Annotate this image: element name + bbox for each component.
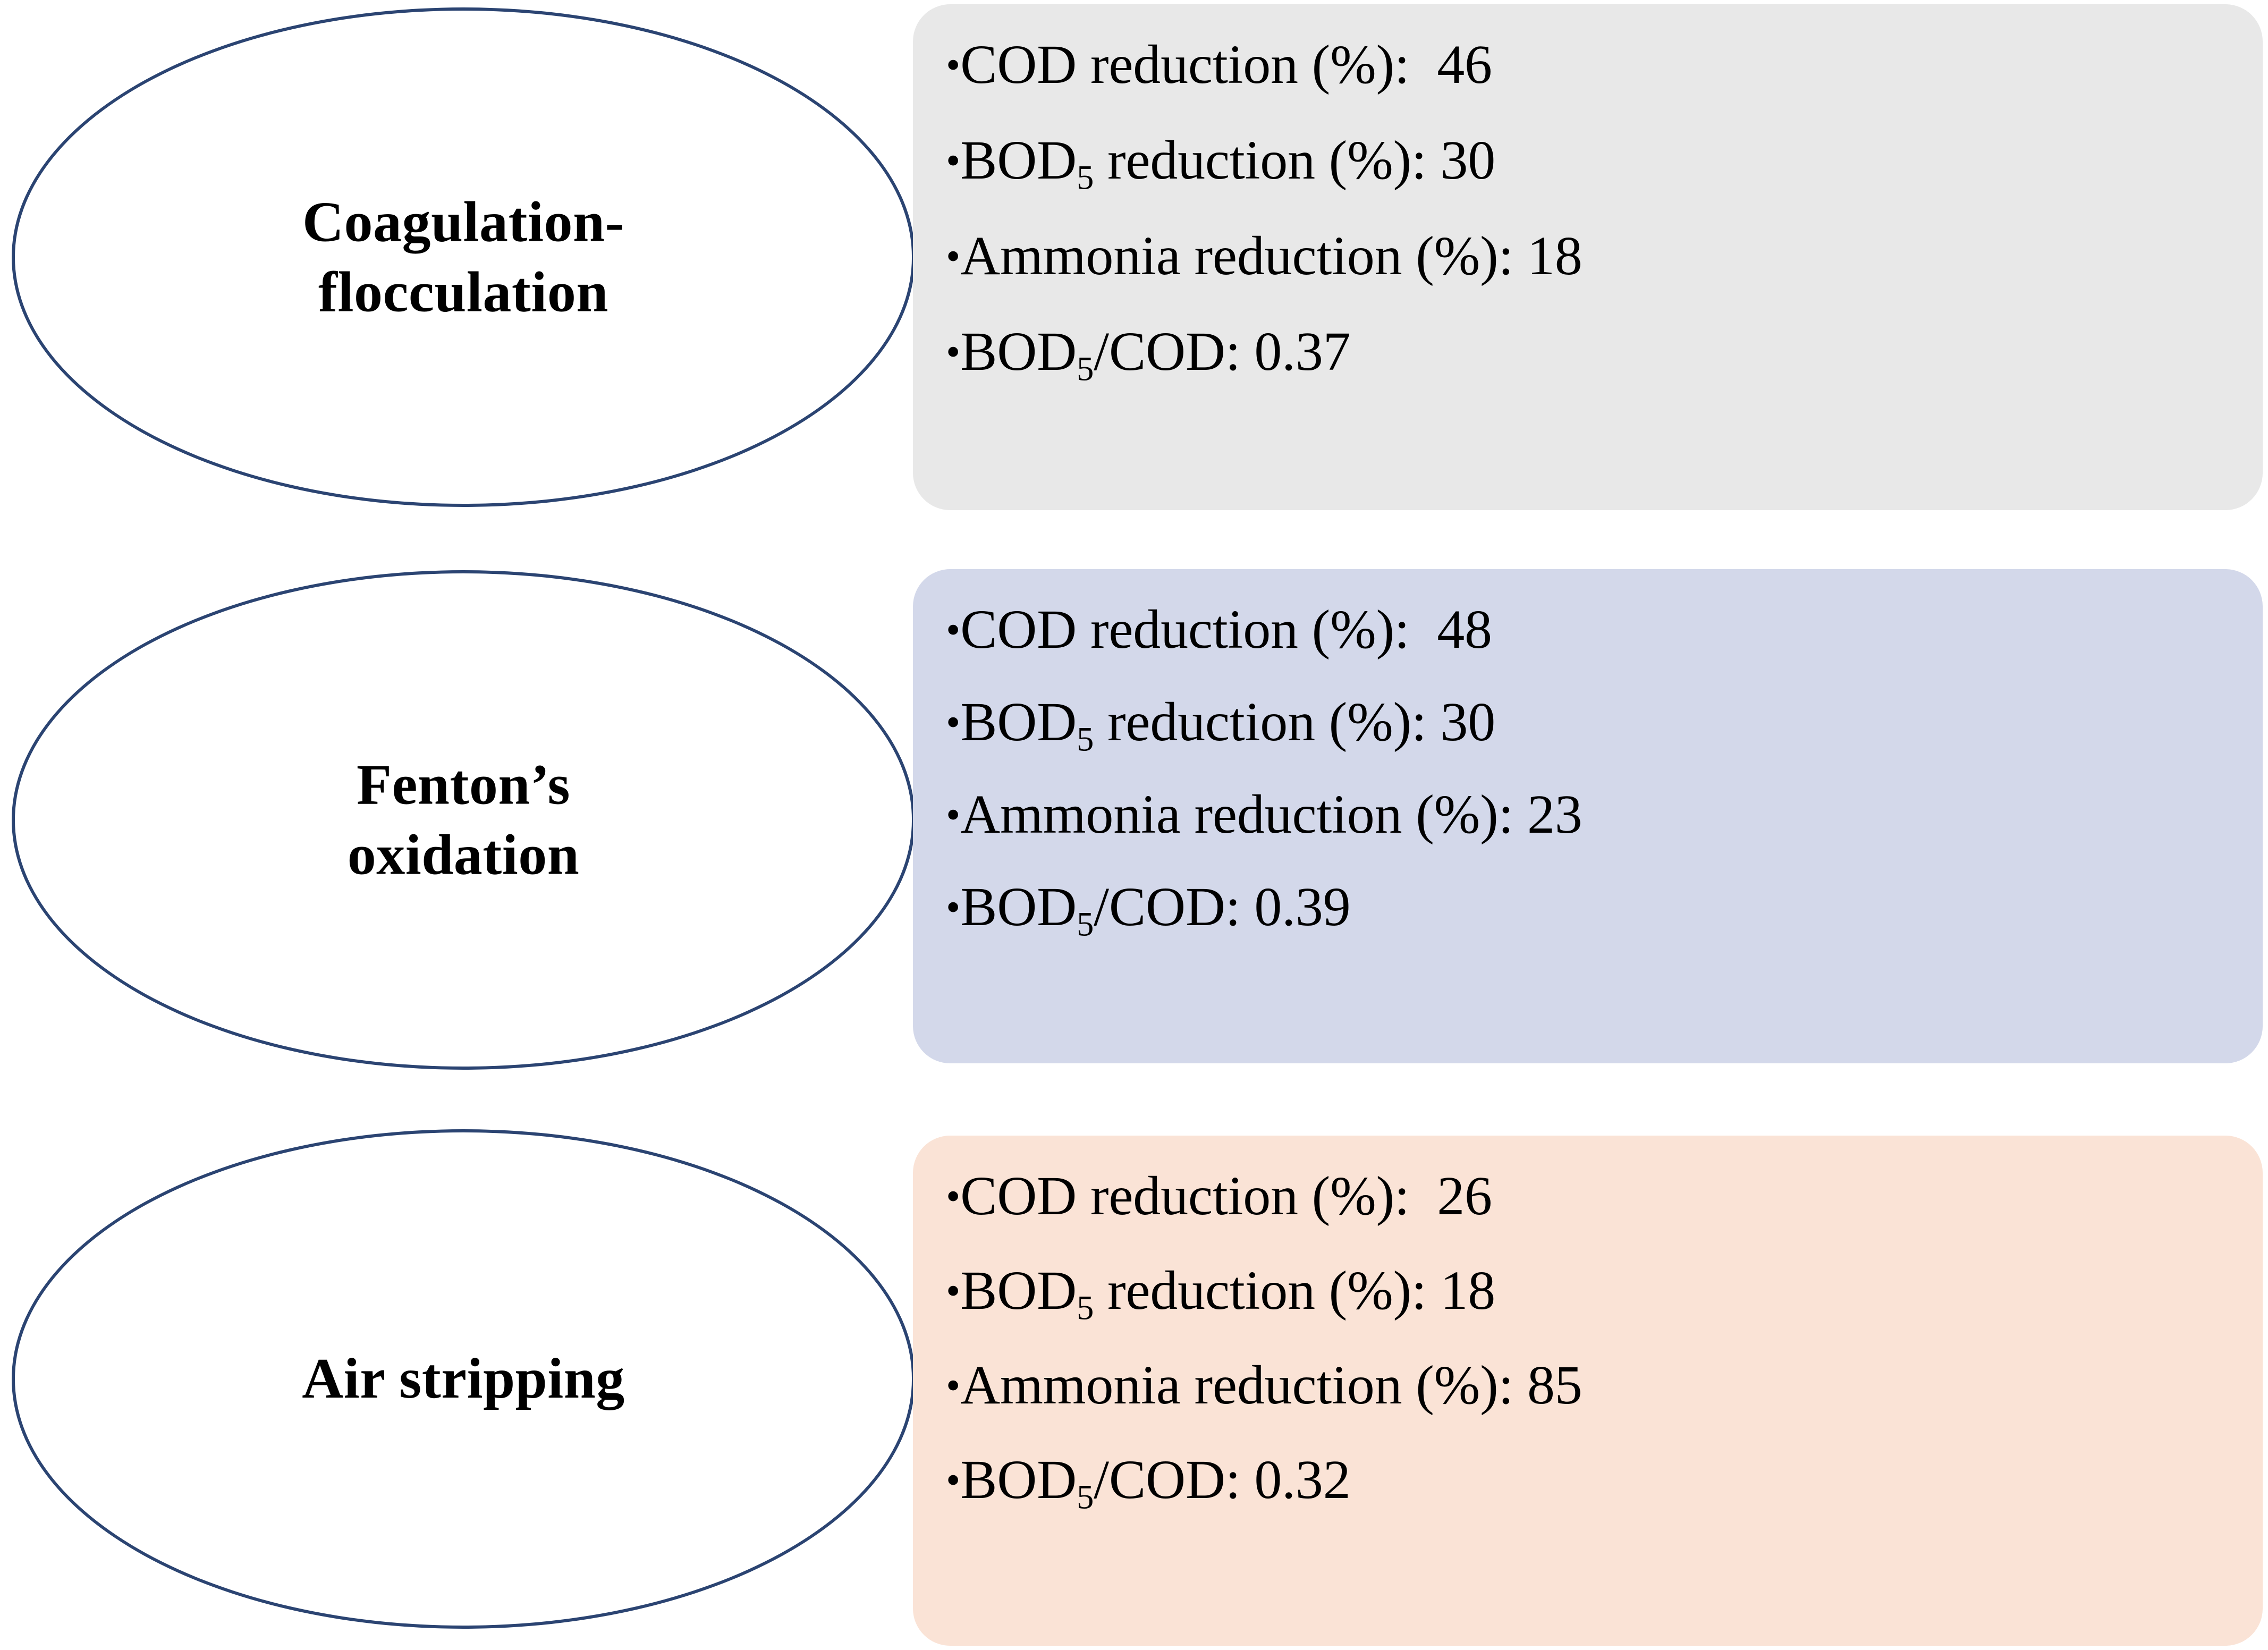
metric-label-b: /COD: [1094, 876, 1255, 937]
metric-cod-reduction: •COD reduction (%): 48 [946, 602, 2241, 657]
metric-bod5-cod-ratio: •BOD5/COD: 0.32 [946, 1449, 2241, 1514]
metric-ammonia-reduction: •Ammonia reduction (%): 85 [946, 1358, 2241, 1413]
bullet-icon: • [946, 884, 961, 930]
bullet-icon: • [946, 41, 961, 88]
metric-cod-reduction: •COD reduction (%): 26 [946, 1169, 2241, 1224]
metrics-box-fentons-oxidation: •COD reduction (%): 48 •BOD5 reduction (… [913, 569, 2263, 1063]
ellipse-shape [12, 7, 915, 507]
process-node-label: Air stripping [302, 1347, 625, 1411]
subscript-5: 5 [1077, 350, 1094, 388]
metric-label-b: /COD: [1094, 321, 1255, 382]
metric-value: 85 [1527, 1355, 1582, 1416]
bullet-icon: • [946, 1173, 961, 1220]
bullet-icon: • [946, 137, 961, 184]
metric-label: Ammonia reduction (%): [960, 1355, 1527, 1416]
metric-label-b: reduction (%): [1094, 691, 1441, 752]
metric-label-a: BOD [960, 321, 1077, 382]
metric-label-b: reduction (%): [1094, 1260, 1441, 1321]
metrics-list: •COD reduction (%): 26 •BOD5 reduction (… [946, 1169, 2241, 1514]
metric-ammonia-reduction: •Ammonia reduction (%): 23 [946, 787, 2241, 842]
process-row-fentons-oxidation: Fenton’s oxidation •COD reduction (%): 4… [0, 566, 2268, 1103]
metric-bod5-reduction: •BOD5 reduction (%): 30 [946, 130, 2241, 195]
bullet-icon: • [946, 791, 961, 838]
process-node-coagulation-flocculation[interactable]: Coagulation- flocculation [12, 7, 915, 507]
bullet-icon: • [946, 233, 961, 280]
metric-label: Ammonia reduction (%): [960, 225, 1527, 286]
metric-value: 30 [1440, 130, 1496, 191]
metric-value: 0.37 [1254, 321, 1351, 382]
process-node-label: Fenton’s oxidation [347, 753, 580, 886]
bullet-icon: • [946, 606, 961, 653]
metric-value: 18 [1527, 225, 1582, 286]
metrics-box-coagulation-flocculation: •COD reduction (%): 46 •BOD5 reduction (… [913, 4, 2263, 510]
metric-label: COD reduction (%): [960, 599, 1424, 660]
metric-value: 0.39 [1254, 876, 1351, 937]
metric-label-a: BOD [960, 876, 1077, 937]
metric-label-b: reduction (%): [1094, 130, 1441, 191]
metric-label-b: /COD: [1094, 1449, 1255, 1510]
metrics-list: •COD reduction (%): 46 •BOD5 reduction (… [946, 37, 2241, 386]
process-row-coagulation-flocculation: Coagulation- flocculation •COD reduction… [0, 0, 2268, 537]
bullet-icon: • [946, 1362, 961, 1409]
metric-value: 23 [1527, 784, 1582, 845]
metric-value: 26 [1423, 1165, 1492, 1226]
metric-bod5-cod-ratio: •BOD5/COD: 0.39 [946, 876, 2241, 942]
bullet-icon: • [946, 1267, 961, 1314]
bullet-icon: • [946, 328, 961, 375]
metric-label-a: BOD [960, 130, 1077, 191]
metric-label-a: BOD [960, 691, 1077, 752]
metric-bod5-reduction: •BOD5 reduction (%): 30 [946, 695, 2241, 757]
bullet-icon: • [946, 1457, 961, 1503]
subscript-5: 5 [1077, 720, 1094, 758]
subscript-5: 5 [1077, 158, 1094, 197]
metric-value: 0.32 [1254, 1449, 1351, 1510]
metrics-box-air-stripping: •COD reduction (%): 26 •BOD5 reduction (… [913, 1136, 2263, 1646]
metric-label-a: BOD [960, 1260, 1077, 1321]
metric-bod5-reduction: •BOD5 reduction (%): 18 [946, 1260, 2241, 1325]
subscript-5: 5 [1077, 1478, 1094, 1516]
process-node-air-stripping[interactable]: Air stripping [12, 1129, 915, 1629]
ellipse-shape [12, 570, 915, 1070]
metric-value: 18 [1440, 1260, 1496, 1321]
metric-value: 48 [1423, 599, 1492, 660]
metrics-list: •COD reduction (%): 48 •BOD5 reduction (… [946, 602, 2241, 942]
metric-label: COD reduction (%): [960, 34, 1424, 95]
process-node-label: Coagulation- flocculation [302, 190, 625, 324]
metric-value: 30 [1440, 691, 1496, 752]
metric-label-a: BOD [960, 1449, 1077, 1510]
bullet-icon: • [946, 699, 961, 746]
metric-cod-reduction: •COD reduction (%): 46 [946, 37, 2241, 92]
process-node-fentons-oxidation[interactable]: Fenton’s oxidation [12, 570, 915, 1070]
metric-label: COD reduction (%): [960, 1165, 1424, 1226]
metric-bod5-cod-ratio: •BOD5/COD: 0.37 [946, 321, 2241, 386]
process-row-air-stripping: Air stripping •COD reduction (%): 26 •BO… [0, 1113, 2268, 1650]
metric-value: 46 [1423, 34, 1492, 95]
subscript-5: 5 [1077, 1289, 1094, 1327]
metric-label: Ammonia reduction (%): [960, 784, 1527, 845]
metric-ammonia-reduction: •Ammonia reduction (%): 18 [946, 229, 2241, 284]
subscript-5: 5 [1077, 905, 1094, 943]
